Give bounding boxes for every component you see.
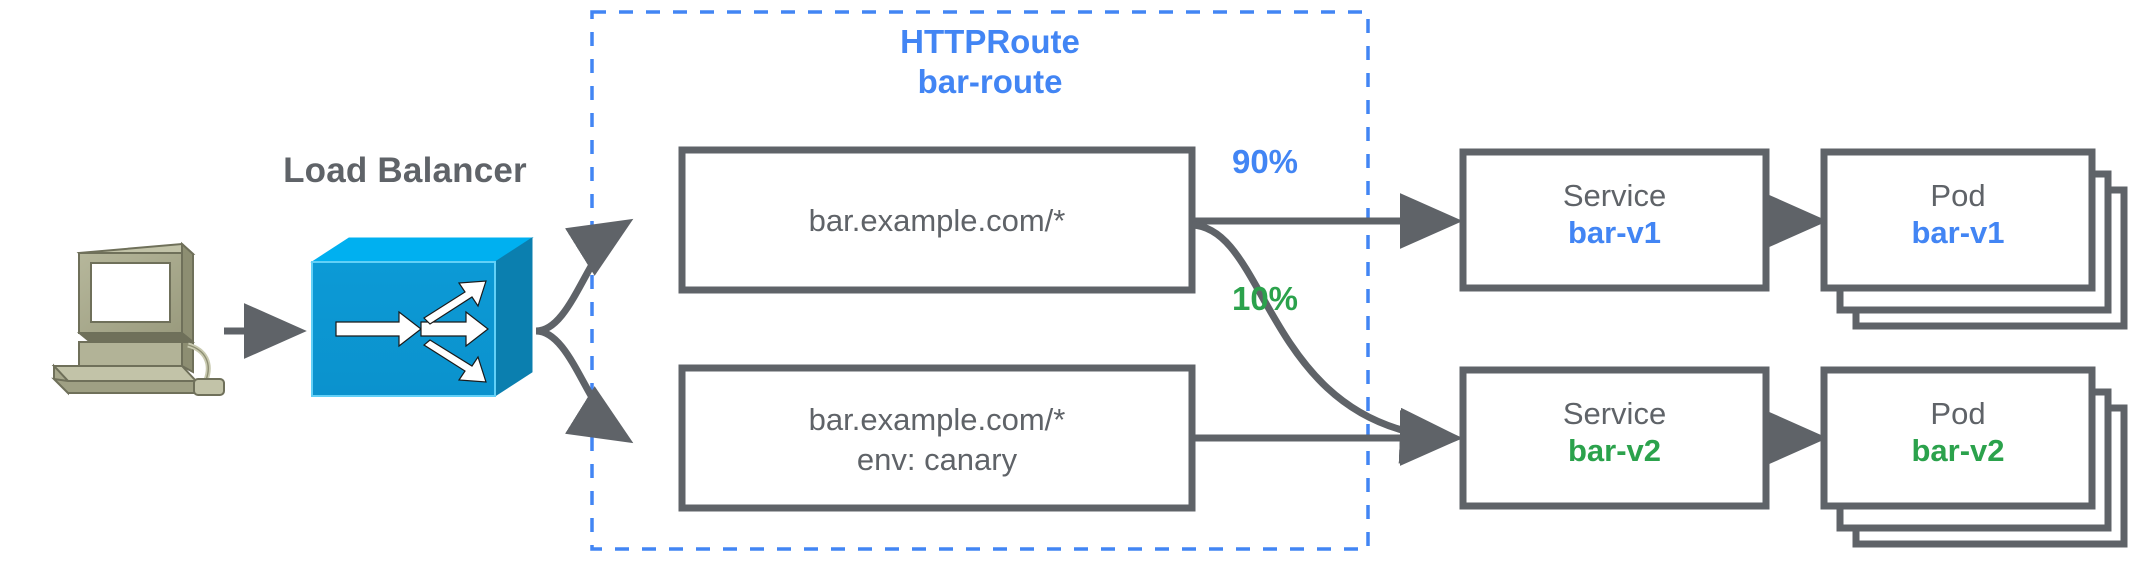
- httproute-name-label: bar-route: [917, 63, 1063, 101]
- arrow-route-to-service-v2-split: [1191, 221, 1463, 464]
- pod-v2-box: [1820, 366, 2096, 510]
- service-v2-kind: Service: [1562, 396, 1667, 431]
- route-canary-header-match: env: canary: [856, 441, 1018, 477]
- pod-v2-name: bar-v2: [1911, 432, 2005, 468]
- service-v2-box: [1459, 366, 1770, 510]
- route-canary-hostname: bar.example.com/*: [808, 402, 1066, 437]
- arrow-lb-to-route-canary: [535, 327, 634, 444]
- desktop-computer-icon: [51, 241, 225, 396]
- route-primary-label: bar.example.com/*: [682, 202, 1192, 241]
- service-v2-name: bar-v2: [1567, 432, 1662, 468]
- load-balancer-switch-icon: [310, 237, 534, 397]
- weight-label-90: 90%: [1231, 143, 1299, 180]
- httproute-title: HTTPRoute bar-route: [800, 22, 1180, 103]
- pod-v2-kind: Pod: [1930, 396, 1986, 431]
- httproute-dashed-region: [590, 10, 1370, 551]
- route-primary-hostname: bar.example.com/*: [808, 203, 1066, 238]
- pod-v2-stack: [1820, 366, 2128, 548]
- pod-v2-label: Pod bar-v2: [1824, 396, 2092, 469]
- pod-v1-stack: [1820, 148, 2128, 330]
- httproute-kind-label: HTTPRoute: [900, 23, 1080, 60]
- pod-v1-box: [1820, 148, 2096, 292]
- route-canary-label: bar.example.com/* env: canary: [682, 400, 1192, 479]
- service-v1-label: Service bar-v1: [1463, 178, 1766, 251]
- weight-label-10: 10%: [1231, 280, 1299, 317]
- route-primary-box: [678, 146, 1196, 294]
- pod-v1-kind: Pod: [1930, 178, 1986, 213]
- pod-v1-name: bar-v1: [1911, 214, 2005, 250]
- arrow-lb-to-route-primary: [535, 218, 634, 335]
- service-v2-label: Service bar-v2: [1463, 396, 1766, 469]
- service-v1-name: bar-v1: [1567, 214, 1662, 250]
- load-balancer-label: Load Balancer: [283, 151, 527, 190]
- pod-v1-label: Pod bar-v1: [1824, 178, 2092, 251]
- service-v1-box: [1459, 148, 1770, 292]
- service-v1-kind: Service: [1562, 178, 1667, 213]
